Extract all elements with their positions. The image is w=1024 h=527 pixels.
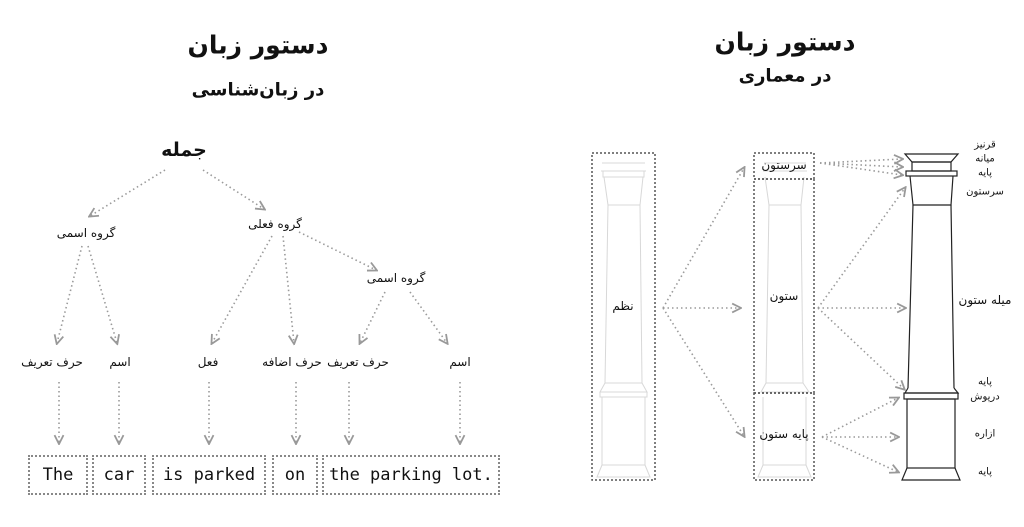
architecture-title: دستور زبان <box>714 27 856 57</box>
word-box: The <box>28 455 88 495</box>
architecture-subtitle: در معماری <box>738 65 832 87</box>
word-box: is parked <box>152 455 266 495</box>
faint-column-order <box>596 162 651 478</box>
detail-label: میانه <box>975 153 995 165</box>
detail-label: سرستون <box>966 186 1004 198</box>
detail-label: پایه <box>978 167 992 179</box>
tree-leaf: حرف تعریف <box>21 355 83 369</box>
tree-node-verb-phrase: گروه فعلی <box>248 217 302 231</box>
part-label-capital: سرستون <box>761 158 807 172</box>
tree-node-noun-phrase-left: گروه اسمی <box>56 226 116 240</box>
word-box: the parking lot. <box>322 455 500 495</box>
detail-label: پایه <box>978 376 992 388</box>
tree-leaf: اسم <box>109 355 131 369</box>
detail-label: ازاره <box>974 428 996 440</box>
linguistics-title: دستور زبان <box>187 30 329 60</box>
word-box: car <box>92 455 146 495</box>
part-boxes <box>591 152 815 481</box>
detail-label: درپوش <box>970 391 1000 403</box>
tree-leaf: فعل <box>197 355 219 369</box>
linguistics-subtitle: در زبان‌شناسی <box>191 79 325 101</box>
column-drawing <box>901 153 961 481</box>
word-box: on <box>272 455 318 495</box>
tree-leaf: اسم <box>449 355 471 369</box>
tree-leaf: حرف اضافه <box>262 355 322 369</box>
faint-column-parts <box>757 162 812 478</box>
tree-arrows <box>57 169 460 443</box>
part-label-pedestal: پایه ستون <box>759 427 809 441</box>
tree-leaf: حرف تعریف <box>327 355 389 369</box>
part-label-column: ستون <box>769 289 799 303</box>
architecture-arrows <box>662 159 905 472</box>
tree-root-sentence: جمله <box>161 139 207 161</box>
order-label: نظم <box>612 299 634 313</box>
detail-label: پایه <box>978 466 992 478</box>
detail-label: میله ستون <box>958 293 1012 307</box>
tree-node-noun-phrase-right: گروه اسمی <box>366 271 426 285</box>
detail-label: قرنیز <box>974 139 996 151</box>
